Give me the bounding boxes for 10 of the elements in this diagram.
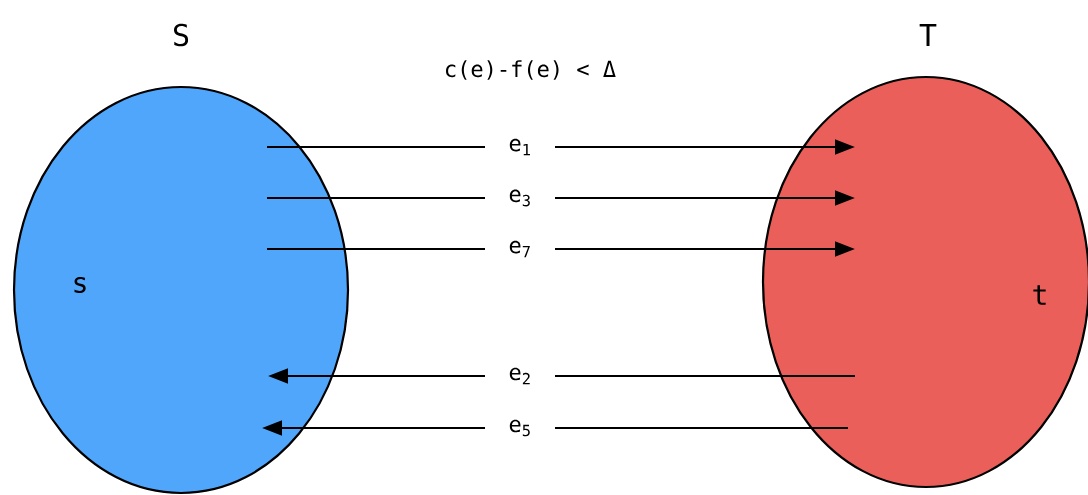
set-heading: S [174, 23, 189, 47]
set-heading: T [919, 24, 937, 46]
edge-label: e$_{3}$ [485, 187, 555, 209]
edge-label: e$_{1}$ [485, 136, 555, 158]
condition-label: c(e)-f(e) < Δ [446, 60, 616, 80]
edge-label: e$_{2}$ [485, 365, 555, 387]
element-label: s [74, 276, 86, 293]
edge-label: e$_{5}$ [485, 417, 555, 439]
edge-label: e$_{7}$ [485, 238, 555, 260]
element-label: t [1033, 285, 1046, 305]
